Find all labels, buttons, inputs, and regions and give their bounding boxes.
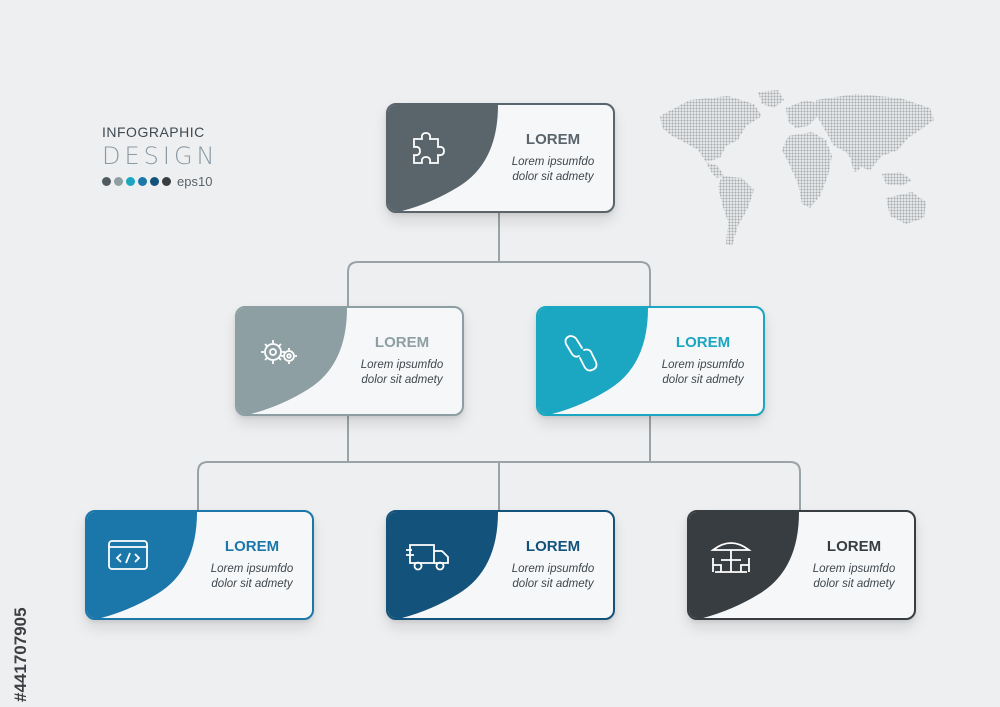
node-desc-line2: dolor sit admety — [512, 171, 594, 183]
link-icon — [564, 335, 598, 372]
brand-block: INFOGRAPHIC DESIGN eps10 — [102, 124, 242, 189]
node-title: LOREM — [826, 538, 882, 555]
color-dots — [102, 177, 171, 186]
brand-row: eps10 — [102, 174, 242, 189]
color-dot — [114, 177, 123, 186]
node-desc-line1: Lorem ipsumfdo — [511, 156, 595, 168]
delivery-truck-icon — [406, 544, 449, 571]
node-desc-line1: Lorem ipsumfdo — [661, 359, 745, 371]
node-accent — [388, 105, 498, 211]
node-desc-line1: Lorem ipsumfdo — [210, 563, 294, 575]
org-node-left: LOREM Lorem ipsumfdo dolor sit admety — [235, 306, 464, 416]
org-node-right: LOREM Lorem ipsumfdo dolor sit admety — [536, 306, 765, 416]
stock-id-text: #441707905 — [11, 607, 30, 702]
eps-label: eps10 — [177, 174, 213, 189]
org-node-root: LOREM Lorem ipsumfdo dolor sit admety — [386, 103, 615, 213]
node-text: LOREM Lorem ipsumfdo dolor sit admety — [498, 131, 608, 185]
color-dot — [138, 177, 147, 186]
brand-subtitle: DESIGN — [102, 142, 219, 170]
color-dot — [126, 177, 135, 186]
node-desc-line2: dolor sit admety — [662, 374, 744, 386]
org-node-bottom-right: LOREM Lorem ipsumfdo dolor sit admety — [687, 510, 916, 620]
node-title: LOREM — [224, 538, 280, 555]
node-desc-line2: dolor sit admety — [512, 578, 594, 590]
node-title: LOREM — [525, 131, 581, 148]
org-node-bottom-left: LOREM Lorem ipsumfdo dolor sit admety — [85, 510, 314, 620]
code-window-icon — [108, 540, 148, 570]
node-title: LOREM — [374, 334, 430, 351]
connector-root — [347, 211, 651, 306]
node-text: LOREM Lorem ipsumfdo dolor sit admety — [347, 334, 457, 388]
cafe-table-icon — [710, 542, 752, 573]
world-map-icon — [660, 90, 934, 246]
brand-title: INFOGRAPHIC — [102, 124, 205, 140]
node-desc-line2: dolor sit admety — [361, 374, 443, 386]
node-accent — [87, 512, 197, 618]
node-title: LOREM — [525, 538, 581, 555]
color-dot — [150, 177, 159, 186]
node-title: LOREM — [675, 334, 731, 351]
node-desc-line1: Lorem ipsumfdo — [812, 563, 896, 575]
puzzle-icon — [413, 132, 445, 164]
node-desc-line2: dolor sit admety — [813, 578, 895, 590]
color-dot — [162, 177, 171, 186]
node-desc-line1: Lorem ipsumfdo — [360, 359, 444, 371]
node-text: LOREM Lorem ipsumfdo dolor sit admety — [799, 538, 909, 592]
org-node-bottom-center: LOREM Lorem ipsumfdo dolor sit admety — [386, 510, 615, 620]
connector-level2 — [197, 414, 801, 510]
node-text: LOREM Lorem ipsumfdo dolor sit admety — [197, 538, 307, 592]
node-text: LOREM Lorem ipsumfdo dolor sit admety — [648, 334, 758, 388]
stock-id: #441707905 — [11, 607, 30, 702]
node-desc-line1: Lorem ipsumfdo — [511, 563, 595, 575]
node-accent — [538, 308, 648, 414]
node-desc-line2: dolor sit admety — [211, 578, 293, 590]
node-text: LOREM Lorem ipsumfdo dolor sit admety — [498, 538, 608, 592]
gears-icon — [261, 340, 297, 364]
color-dot — [102, 177, 111, 186]
